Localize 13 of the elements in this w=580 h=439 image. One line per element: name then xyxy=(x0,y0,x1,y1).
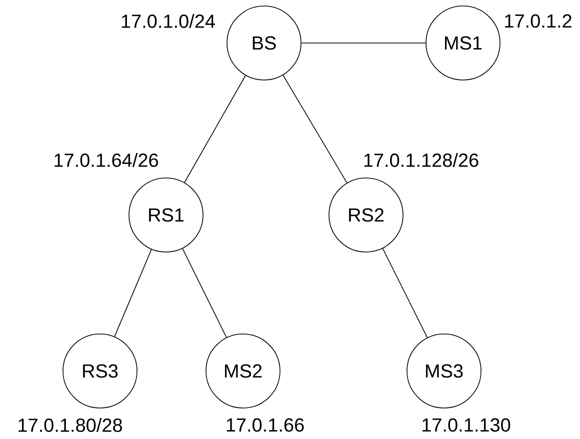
address-label: 17.0.1.80/28 xyxy=(18,418,122,432)
address-label: 17.0.1.66 xyxy=(226,418,304,432)
connector-line xyxy=(184,75,246,183)
address-label: 17.0.1.130 xyxy=(422,418,510,432)
address-label: 17.0.1.0/24 xyxy=(122,14,215,28)
address-label: 17.0.1.128/26 xyxy=(364,153,478,167)
address-label: 17.0.1.64/26 xyxy=(54,153,158,167)
connector-line xyxy=(301,42,426,44)
address-label: 17.0.1.2 xyxy=(505,14,572,28)
connector-line xyxy=(182,248,227,338)
connector-line xyxy=(282,74,348,184)
connector-line xyxy=(114,249,152,337)
connector-line xyxy=(382,248,428,338)
